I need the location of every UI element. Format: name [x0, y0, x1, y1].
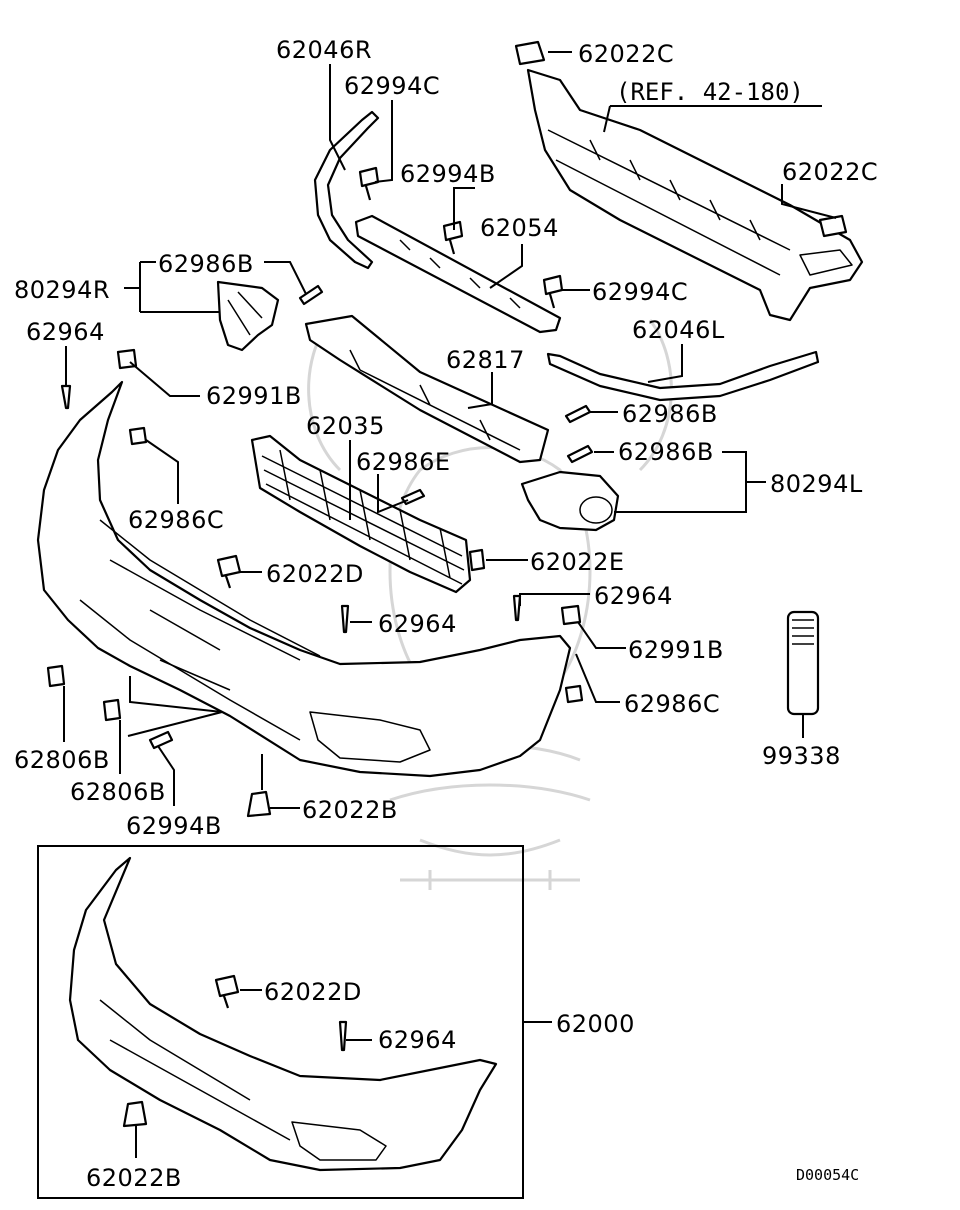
part-62022C-cap-right — [818, 214, 848, 238]
clip-62022B-a — [246, 790, 272, 818]
label-62046R: 62046R — [276, 36, 372, 64]
label-62986C-b: 62986C — [624, 690, 720, 718]
label-62994B-b: 62994B — [126, 812, 222, 840]
rivet-62964-right — [512, 594, 522, 622]
part-front-bumper-exploded — [36, 380, 572, 778]
label-62986B-a: 62986B — [158, 250, 254, 278]
part-labels: (REF. 42-180) 62046R 62994C 62994B 62054… — [14, 36, 878, 1192]
screw-62986B-left — [298, 284, 324, 306]
nut-62022D-b — [214, 974, 240, 1009]
label-62000: 62000 — [556, 1010, 635, 1038]
nut-62022D-a — [216, 554, 242, 589]
clip-62806B-a — [46, 664, 66, 688]
label-62991B-b: 62991B — [628, 636, 724, 664]
rivet-62964-left — [60, 384, 72, 410]
part-62022C-cap-top — [514, 40, 546, 66]
label-62994C-b: 62994C — [592, 278, 688, 306]
part-80294L-bezel — [520, 470, 620, 532]
rivet-62964-box — [338, 1020, 348, 1052]
label-80294R: 80294R — [14, 276, 110, 304]
clip-62022E — [468, 548, 486, 572]
bolt-62994C-top — [358, 166, 380, 201]
screw-62986C-right — [564, 684, 584, 704]
label-62022B-b: 62022B — [86, 1164, 182, 1192]
label-62022E: 62022E — [530, 548, 625, 576]
label-62806B-b: 62806B — [70, 778, 166, 806]
label-62054: 62054 — [480, 214, 559, 242]
part-ref-42-180-reinforcement — [526, 68, 864, 322]
label-62964-d: 62964 — [378, 1026, 457, 1054]
leader-lines — [63, 51, 837, 1158]
screw-62986B-right-a — [564, 404, 592, 424]
part-62046R-bracket — [313, 110, 380, 270]
label-62022D-a: 62022D — [266, 560, 364, 588]
part-99338-bottle — [786, 610, 820, 716]
part-80294R-bracket — [216, 280, 280, 352]
label-62994C-a: 62994C — [344, 72, 440, 100]
part-62046L-bracket — [546, 350, 820, 402]
label-62022C-a: 62022C — [578, 40, 674, 68]
assembly-box-62000 — [37, 845, 524, 1199]
label-80294L: 80294L — [770, 470, 863, 498]
label-62022C-b: 62022C — [782, 158, 878, 186]
label-62986E: 62986E — [356, 448, 451, 476]
screw-62986C-left — [128, 426, 148, 446]
label-62986C-a: 62986C — [128, 506, 224, 534]
label-62964-a: 62964 — [26, 318, 105, 346]
label-62986B-c: 62986B — [618, 438, 714, 466]
label-62022D-b: 62022D — [264, 978, 362, 1006]
label-62964-b: 62964 — [378, 610, 457, 638]
reference-note: (REF. 42-180) — [616, 78, 804, 106]
label-62817: 62817 — [446, 346, 525, 374]
bolt-62994B-bottom — [148, 730, 174, 750]
part-62054-panel — [354, 214, 562, 334]
label-62964-c: 62964 — [594, 582, 673, 610]
screw-62986B-right-b — [566, 444, 594, 464]
label-99338: 99338 — [762, 742, 841, 770]
label-62994B-a: 62994B — [400, 160, 496, 188]
clip-62806B-b — [102, 698, 122, 722]
label-62991B-a: 62991B — [206, 382, 302, 410]
label-62035: 62035 — [306, 412, 385, 440]
rivet-62964-mid — [340, 604, 350, 634]
label-62806B-a: 62806B — [14, 746, 110, 774]
label-62986B-b: 62986B — [622, 400, 718, 428]
label-62046L: 62046L — [632, 316, 725, 344]
part-62035-grille — [250, 434, 472, 594]
diagram-code: D00054C — [796, 1166, 859, 1184]
part-62817-panel — [304, 314, 550, 464]
clip-62022B-b — [122, 1100, 148, 1128]
bolt-62994C-right — [542, 274, 564, 309]
label-62022B-a: 62022B — [302, 796, 398, 824]
clip-62991B-right — [560, 604, 582, 626]
